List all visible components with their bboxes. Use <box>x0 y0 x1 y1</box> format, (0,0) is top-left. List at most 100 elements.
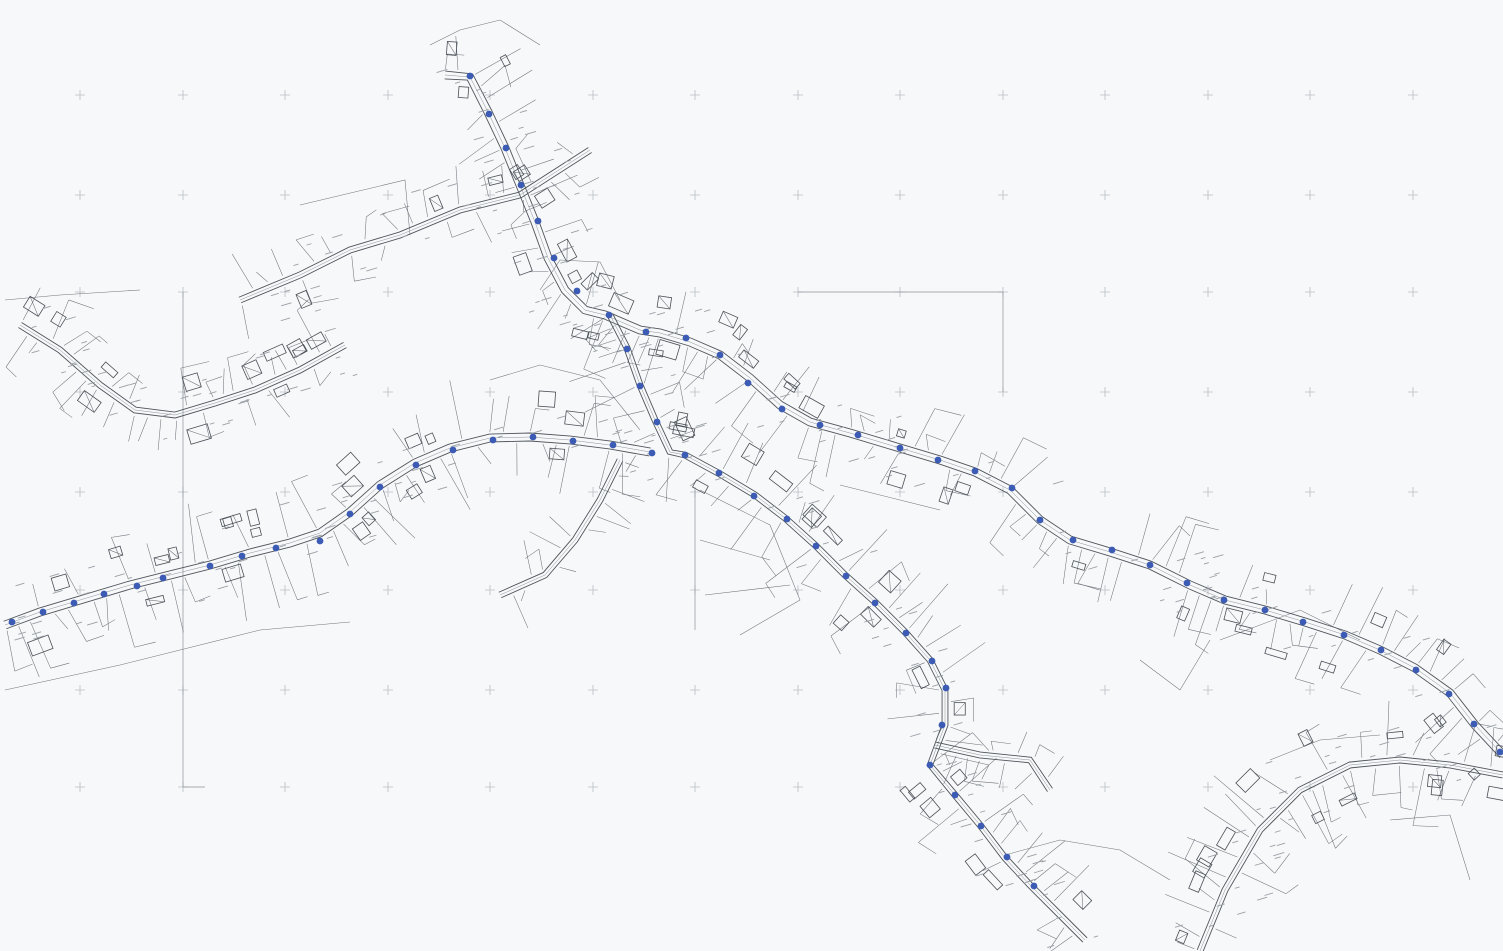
annotation-mark <box>1343 784 1355 789</box>
station-marker-icon[interactable] <box>133 582 141 590</box>
station-marker-icon[interactable] <box>715 469 723 477</box>
station-marker-icon[interactable] <box>977 822 985 830</box>
station-marker-icon[interactable] <box>569 437 577 445</box>
station-marker-icon[interactable] <box>812 542 820 550</box>
station-marker-icon[interactable] <box>896 444 904 452</box>
station-marker-icon[interactable] <box>1183 579 1191 587</box>
station-marker-icon[interactable] <box>842 572 850 580</box>
station-marker-icon[interactable] <box>783 515 791 523</box>
parcel-line <box>1179 525 1191 537</box>
building-hatch <box>723 311 734 329</box>
station-marker-icon[interactable] <box>926 761 934 769</box>
station-marker-icon[interactable] <box>1470 720 1478 728</box>
parcel-line <box>196 516 209 560</box>
annotation-mark <box>698 453 708 457</box>
parcel-boundary <box>429 19 541 46</box>
station-marker-icon[interactable] <box>605 311 613 319</box>
parcel-boundary <box>1219 609 1361 641</box>
station-marker-icon[interactable] <box>971 467 979 475</box>
station-marker-icon[interactable] <box>238 552 246 560</box>
station-marker-icon[interactable] <box>159 574 167 582</box>
station-marker-icon[interactable] <box>8 618 16 626</box>
grid-cross-icon <box>793 190 803 200</box>
station-marker-icon[interactable] <box>489 436 497 444</box>
station-marker-icon[interactable] <box>517 181 525 189</box>
station-marker-icon[interactable] <box>1036 516 1044 524</box>
station-marker-icon[interactable] <box>1108 546 1116 554</box>
station-marker-icon[interactable] <box>682 334 690 342</box>
station-marker-icon[interactable] <box>934 456 942 464</box>
station-marker-icon[interactable] <box>1220 596 1228 604</box>
station-marker-icon[interactable] <box>316 537 324 545</box>
station-marker-icon[interactable] <box>502 144 510 152</box>
station-marker-icon[interactable] <box>550 254 558 262</box>
station-marker-icon[interactable] <box>942 684 950 692</box>
parcel-line <box>1074 582 1102 590</box>
station-marker-icon[interactable] <box>1377 646 1385 654</box>
station-marker-icon[interactable] <box>623 345 631 353</box>
station-marker-icon[interactable] <box>642 328 650 336</box>
parcel-line <box>1165 894 1210 913</box>
annotation-mark <box>640 343 652 349</box>
station-marker-icon[interactable] <box>778 405 786 413</box>
station-marker-icon[interactable] <box>609 441 617 449</box>
station-marker-icon[interactable] <box>39 608 47 616</box>
parcel-line <box>1322 785 1332 823</box>
station-marker-icon[interactable] <box>1340 631 1348 639</box>
station-marker-icon[interactable] <box>466 72 474 80</box>
annotation-mark <box>370 499 377 503</box>
station-marker-icon[interactable] <box>1008 484 1016 492</box>
station-marker-icon[interactable] <box>951 791 959 799</box>
station-marker-icon[interactable] <box>573 287 581 295</box>
parcel-line <box>64 568 79 595</box>
parcel-line <box>972 780 999 784</box>
station-marker-icon[interactable] <box>272 544 280 552</box>
station-marker-icon[interactable] <box>485 110 493 118</box>
station-marker-icon[interactable] <box>854 431 862 439</box>
station-marker-icon[interactable] <box>346 510 354 518</box>
annotation-mark <box>604 331 613 336</box>
station-marker-icon[interactable] <box>70 599 78 607</box>
building-footprint <box>1223 607 1244 624</box>
station-marker-icon[interactable] <box>1030 882 1038 890</box>
road-centerline-west <box>4 436 651 626</box>
station-marker-icon[interactable] <box>1412 666 1420 674</box>
station-marker-icon[interactable] <box>206 562 214 570</box>
parcel-line <box>238 562 247 621</box>
parcel-line <box>964 758 968 782</box>
grid-cross-icon <box>75 585 85 595</box>
station-marker-icon[interactable] <box>816 421 824 429</box>
station-marker-icon[interactable] <box>376 483 384 491</box>
station-marker-icon[interactable] <box>871 599 879 607</box>
station-marker-icon[interactable] <box>1261 606 1269 614</box>
station-marker-icon[interactable] <box>902 629 910 637</box>
station-marker-icon[interactable] <box>653 418 661 426</box>
station-layer[interactable] <box>8 72 1503 890</box>
annotation-mark <box>91 384 98 388</box>
station-marker-icon[interactable] <box>1299 618 1307 626</box>
station-marker-icon[interactable] <box>1496 748 1503 756</box>
annotation-mark <box>524 131 537 136</box>
station-marker-icon[interactable] <box>449 446 457 454</box>
station-marker-icon[interactable] <box>750 492 758 500</box>
station-marker-icon[interactable] <box>534 217 542 225</box>
station-marker-icon[interactable] <box>648 449 656 457</box>
station-marker-icon[interactable] <box>1003 853 1011 861</box>
station-marker-icon[interactable] <box>1069 536 1077 544</box>
station-marker-icon[interactable] <box>938 721 946 729</box>
parcel-line <box>93 601 103 627</box>
station-marker-icon[interactable] <box>100 590 108 598</box>
annotation-mark <box>522 220 531 224</box>
station-marker-icon[interactable] <box>928 657 936 665</box>
station-marker-icon[interactable] <box>744 379 752 387</box>
station-marker-icon[interactable] <box>1146 561 1154 569</box>
station-marker-icon[interactable] <box>1445 690 1453 698</box>
building-footprint <box>1338 792 1358 807</box>
station-marker-icon[interactable] <box>716 351 724 359</box>
station-marker-icon[interactable] <box>529 433 537 441</box>
grid-cross-icon <box>485 190 495 200</box>
station-marker-icon[interactable] <box>681 451 689 459</box>
station-marker-icon[interactable] <box>412 461 420 469</box>
station-marker-icon[interactable] <box>636 382 644 390</box>
